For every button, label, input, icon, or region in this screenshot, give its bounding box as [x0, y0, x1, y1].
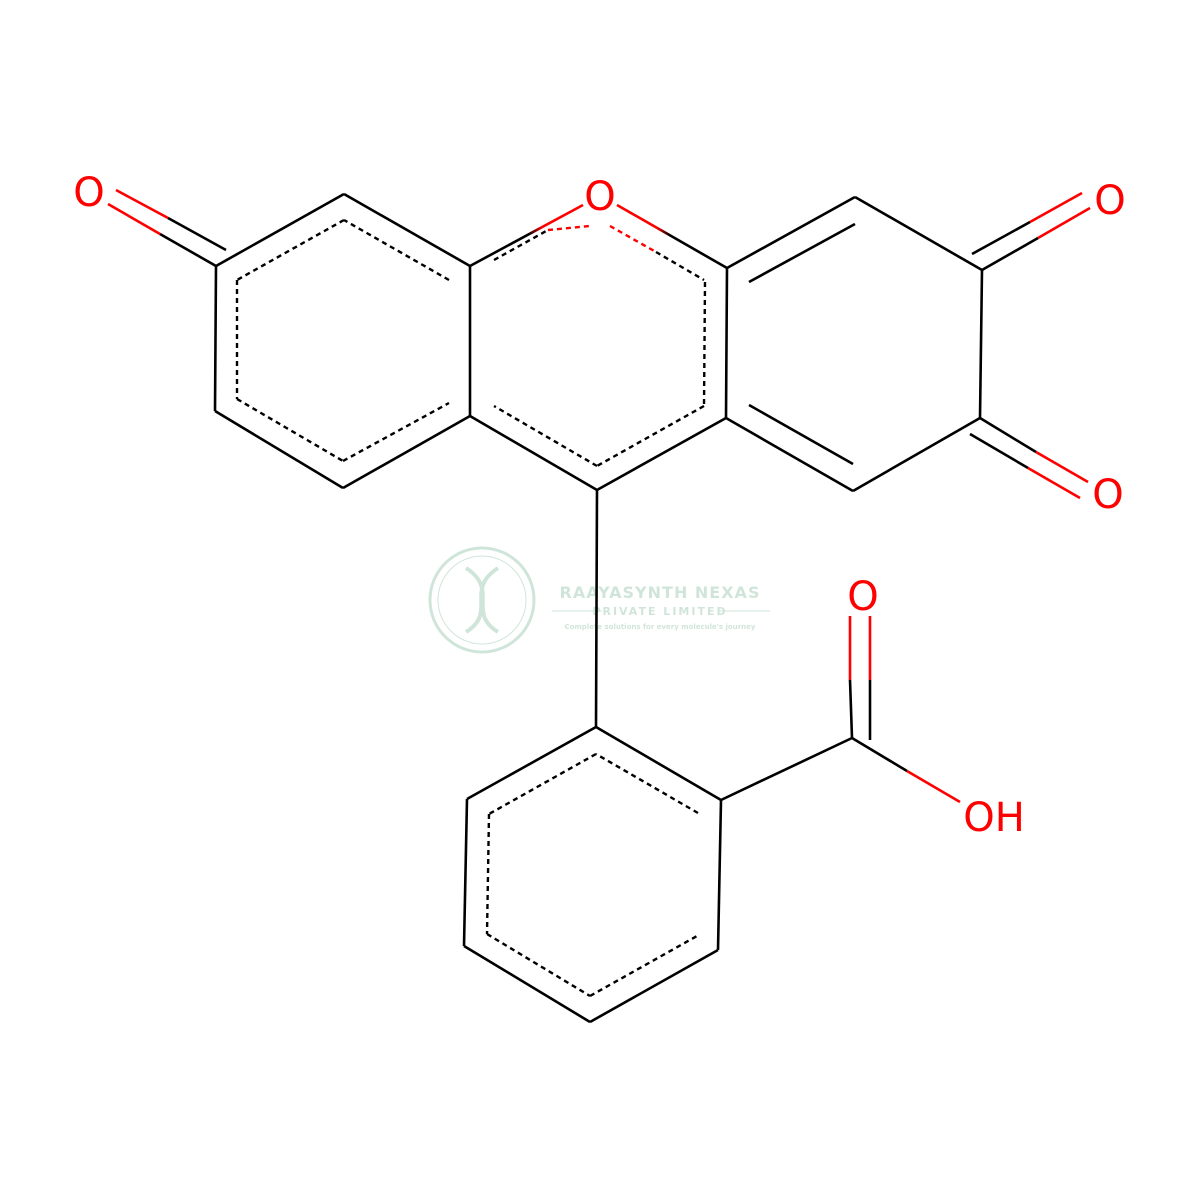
carbonyl-bond [848, 679, 854, 739]
bond [716, 799, 723, 951]
logo-inner-ring [437, 555, 527, 645]
carbonyl-bond [969, 432, 1029, 470]
atom-label-hydroxyl: OH [963, 795, 1025, 841]
bond [595, 725, 722, 802]
watermark-company-name: RAAYASYNTH NEXAS [560, 583, 761, 602]
bond-c-o [616, 203, 728, 270]
watermark-company-type: PRIVATE LIMITED [592, 605, 727, 618]
logo-ring [428, 546, 536, 654]
atom-label-oxygen: O [1094, 178, 1125, 224]
atom-label-oxygen: O [1092, 472, 1123, 518]
aromatic-bond [596, 404, 705, 468]
aromatic-bond [236, 218, 345, 282]
bond-double-inner [748, 222, 856, 284]
bond [462, 798, 469, 947]
aromatic-bond [589, 934, 698, 998]
aromatic-bond [343, 218, 450, 282]
carbonyl-bond [107, 202, 161, 236]
bond [724, 267, 729, 419]
aromatic-bond [493, 404, 598, 468]
bond [852, 416, 981, 493]
atom-label-oxygen: O [847, 574, 878, 620]
aromatic-bond [702, 281, 707, 407]
aromatic-bond [236, 397, 344, 463]
company-watermark: RAAYASYNTH NEXAS PRIVATE LIMITED Complet… [428, 546, 770, 654]
carbonyl-bond [971, 220, 1031, 256]
bond [463, 944, 591, 1024]
carbonyl-bond [159, 232, 217, 268]
aromatic-bond [342, 401, 450, 463]
aromatic-bond [486, 932, 591, 998]
bond [342, 414, 471, 490]
bond [978, 269, 984, 419]
carbonyl-bond [1027, 466, 1081, 500]
bond [214, 409, 344, 490]
atom-labels-layer: O O O O O OH [73, 170, 1125, 841]
bond [343, 192, 471, 268]
aromatic-bond-oxygen [547, 224, 591, 232]
carbonyl-bonds-layer [107, 188, 1091, 804]
bond [725, 416, 854, 493]
dna-helix-icon [464, 566, 500, 634]
aromatic-bond [595, 752, 699, 815]
atom-label-oxygen: O [584, 174, 615, 220]
aromatic-bond [488, 752, 597, 816]
bond [215, 192, 345, 268]
bond [596, 416, 727, 492]
atom-label-oxygen: O [73, 170, 104, 216]
bond [854, 195, 983, 272]
carbonyl-bond [1029, 191, 1083, 224]
bond [589, 948, 719, 1024]
bond-double-inner [748, 403, 854, 466]
hydroxyl-bond [851, 736, 908, 773]
bond [720, 736, 853, 802]
aromatic-bond-oxygen [609, 224, 657, 254]
aromatic-bonds-layer [235, 218, 707, 998]
carbonyl-bond [167, 216, 227, 252]
bond [466, 725, 597, 801]
carbonyl-bond [1035, 450, 1089, 484]
aromatic-bond [655, 250, 705, 282]
aromatic-bond [493, 228, 549, 262]
bond [594, 489, 599, 728]
aromatic-bond [485, 813, 491, 935]
bond [726, 195, 856, 270]
carbonyl-bond [115, 188, 169, 220]
carbonyl-bond [981, 236, 1039, 272]
watermark-tagline: Complete solutions for every molecule's … [565, 623, 756, 631]
carbonyl-bond [979, 416, 1037, 454]
dna-helix-strand-icon [464, 566, 500, 634]
bond [469, 414, 598, 492]
bond [213, 265, 218, 412]
carbonyl-bond [1037, 206, 1091, 240]
bond-c-o [469, 203, 584, 268]
bonds-layer [213, 192, 984, 1024]
hydroxyl-bond [906, 769, 961, 804]
